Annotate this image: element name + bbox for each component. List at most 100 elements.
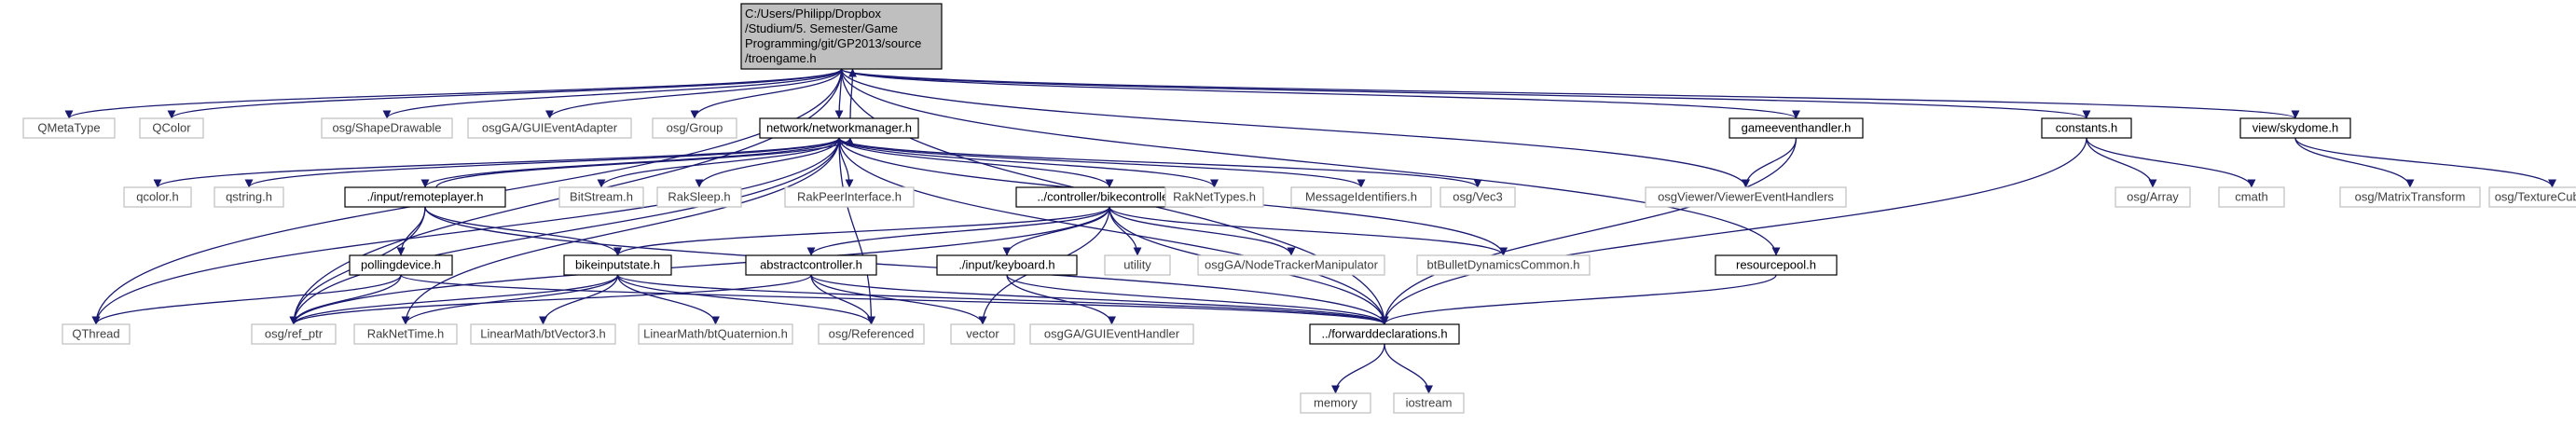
edge-constants-to-cmath (2086, 137, 2256, 188)
node-label: /troengame.h (745, 51, 817, 65)
node-label: gameeventhandler.h (1742, 121, 1852, 135)
node-label: osg/ref_ptr (265, 327, 324, 341)
node-label: utility (1123, 258, 1151, 272)
node-skydome[interactable]: view/skydome.h (2239, 117, 2351, 139)
node-box (638, 323, 793, 345)
node-box (950, 323, 1015, 345)
node-bikecontroller[interactable]: ../controller/bikecontroller.h (1015, 186, 1204, 208)
node-box (123, 186, 192, 208)
node-label: pollingdevice.h (361, 258, 441, 272)
node-box (740, 3, 943, 70)
node-bitstream: BitStream.h (558, 186, 644, 208)
node-abstractcontroller[interactable]: abstractcontroller.h (745, 254, 877, 276)
edge-bikeinputstate-to-referenced (616, 274, 875, 325)
node-gameeventhandler[interactable]: gameeventhandler.h (1729, 117, 1864, 139)
node-label: osgGA/GUIEventAdapter (482, 121, 618, 135)
node-label: QThread (72, 327, 119, 341)
node-box (470, 323, 616, 345)
node-constants[interactable]: constants.h (2041, 117, 2132, 139)
edge-networkmanager-to-root (847, 68, 857, 119)
node-label: C:/Users/Philipp/Dropbox (745, 7, 881, 21)
edge-networkmanager-to-refptr (289, 137, 840, 325)
node-box (251, 323, 337, 345)
edge-networkmanager-to-qstring-h (244, 137, 840, 188)
node-box (214, 186, 284, 208)
edge-networkmanager-to-raknettime (401, 137, 840, 325)
node-osgarray: osg/Array (2115, 186, 2191, 208)
node-fwd[interactable]: ../forwarddeclarations.h (1309, 323, 1460, 345)
node-nodetracker: osgGA/NodeTrackerManipulator (1197, 254, 1385, 276)
node-bikeinputstate[interactable]: bikeinputstate.h (563, 254, 672, 276)
node-box (784, 186, 915, 208)
node-label: iostream (1406, 396, 1453, 410)
node-label: osg/Array (2127, 190, 2179, 204)
node-label: qcolor.h (136, 190, 179, 204)
node-label: ../forwarddeclarations.h (1321, 327, 1447, 341)
node-label: RakPeerInterface.h (797, 190, 902, 204)
edge-fwd-to-iostream (1384, 343, 1433, 394)
node-cmath: cmath (2218, 186, 2285, 208)
node-label: cmath (2235, 190, 2267, 204)
node-shapedrawable: osg/ShapeDrawable (321, 117, 453, 139)
edge-root-to-shapedrawable (382, 68, 843, 119)
edge-keyboard-to-fwd (1006, 274, 1389, 325)
node-box (759, 117, 919, 139)
node-btquat: LinearMath/btQuaternion.h (638, 323, 793, 345)
node-resourcepool[interactable]: resourcepool.h (1715, 254, 1838, 276)
node-label: view/skydome.h (2252, 121, 2338, 135)
edge-remoteplayer-to-pollingdevice (396, 206, 426, 256)
edge-bikeinputstate-to-fwd (616, 274, 1389, 325)
node-networkmanager[interactable]: network/networkmanager.h (759, 117, 919, 139)
edge-resourcepool-to-fwd (1380, 274, 1777, 325)
edge-keyboard-to-guieventhandler (1006, 274, 1116, 325)
node-remoteplayer[interactable]: ./input/remoteplayer.h (344, 186, 506, 208)
node-label: osg/Referenced (829, 327, 915, 341)
node-box (1729, 117, 1864, 139)
node-msgids: MessageIdentifiers.h (1290, 186, 1432, 208)
node-label: vector (966, 327, 999, 341)
node-box (344, 186, 506, 208)
edge-abstractcontroller-to-vector (810, 274, 987, 325)
node-box (1104, 254, 1171, 276)
node-label: bikeinputstate.h (575, 258, 660, 272)
edge-networkmanager-to-bitstream (597, 137, 840, 188)
node-guieventhandler: osgGA/GUIEventHandler (1029, 323, 1194, 345)
edge-root-to-viewerevh (840, 68, 1750, 188)
node-texturecubemap: osg/TextureCubeMap (2488, 186, 2576, 208)
node-box (349, 254, 453, 276)
node-vec3: osg/Vec3 (1440, 186, 1516, 208)
node-label: network/networkmanager.h (766, 121, 912, 135)
node-label: ./input/keyboard.h (958, 258, 1054, 272)
edge-networkmanager-to-raksleep (695, 137, 840, 188)
node-label: memory (1314, 396, 1357, 410)
node-root[interactable]: C:/Users/Philipp/Dropbox/Studium/5. Seme… (740, 3, 943, 70)
node-label: LinearMath/btVector3.h (480, 327, 605, 341)
node-group: osg/Group (652, 117, 737, 139)
edge-bikecontroller-to-bikeinputstate (613, 206, 1110, 256)
node-matrixtransform: osg/MatrixTransform (2339, 186, 2481, 208)
node-label: ./input/remoteplayer.h (366, 190, 483, 204)
node-label: osg/TextureCubeMap (2495, 190, 2576, 204)
edge-bikecontroller-to-btbullet (1109, 206, 1508, 256)
edge-remoteplayer-to-networkmanager (435, 137, 855, 188)
node-pollingdevice[interactable]: pollingdevice.h (349, 254, 453, 276)
edge-bikecontroller-to-abstractcontroller (806, 206, 1110, 256)
edge-networkmanager-to-fwd (838, 137, 1389, 325)
edge-abstractcontroller-to-fwd (810, 274, 1389, 325)
node-label: osg/ShapeDrawable (332, 121, 441, 135)
node-label: osg/Vec3 (1453, 190, 1503, 204)
nodes-layer: C:/Users/Philipp/Dropbox/Studium/5. Seme… (22, 3, 2576, 414)
edge-pollingdevice-to-qthread (91, 274, 402, 325)
node-qstring-h: qstring.h (214, 186, 284, 208)
node-keyboard[interactable]: ./input/keyboard.h (936, 254, 1078, 276)
node-box (652, 117, 737, 139)
node-box (22, 117, 116, 139)
node-referenced: osg/Referenced (818, 323, 925, 345)
node-label: /Studium/5. Semester/Game (745, 21, 898, 35)
node-qcolor-cls: QColor (139, 117, 204, 139)
node-guieventadapter: osgGA/GUIEventAdapter (467, 117, 632, 139)
node-qthread: QThread (62, 323, 131, 345)
node-label: osgViewer/ViewerEventHandlers (1658, 190, 1834, 204)
node-box (139, 117, 204, 139)
